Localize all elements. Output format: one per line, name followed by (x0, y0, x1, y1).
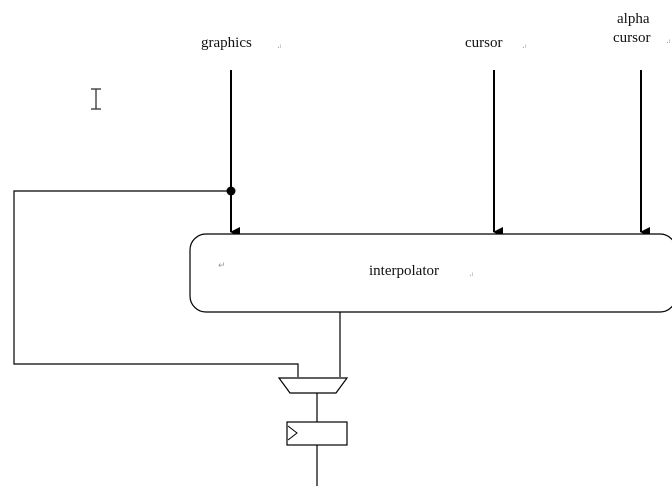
text-cursor-icon (91, 88, 101, 110)
interpolator-label-mark: .ᵢ (469, 269, 474, 279)
paragraph-mark: ↵ (218, 261, 226, 271)
multiplexer (277, 377, 349, 394)
graphics-label-mark: .ᵢ (277, 41, 282, 51)
cursor-input-label: cursor (465, 35, 503, 51)
alpha-cursor-label-line1: alpha (617, 11, 650, 27)
graphics-input-label: graphics (201, 35, 252, 51)
feedback-path (13, 190, 299, 377)
alpha-cursor-label-line2: cursor (613, 30, 651, 46)
cursor-label-mark: .ᵢ (522, 41, 527, 51)
interpolator-block (189, 233, 672, 313)
interpolator-label: interpolator (369, 263, 439, 279)
clock-input-icon (287, 425, 298, 441)
alpha-cursor-label-mark: .ᵢ (666, 36, 671, 46)
